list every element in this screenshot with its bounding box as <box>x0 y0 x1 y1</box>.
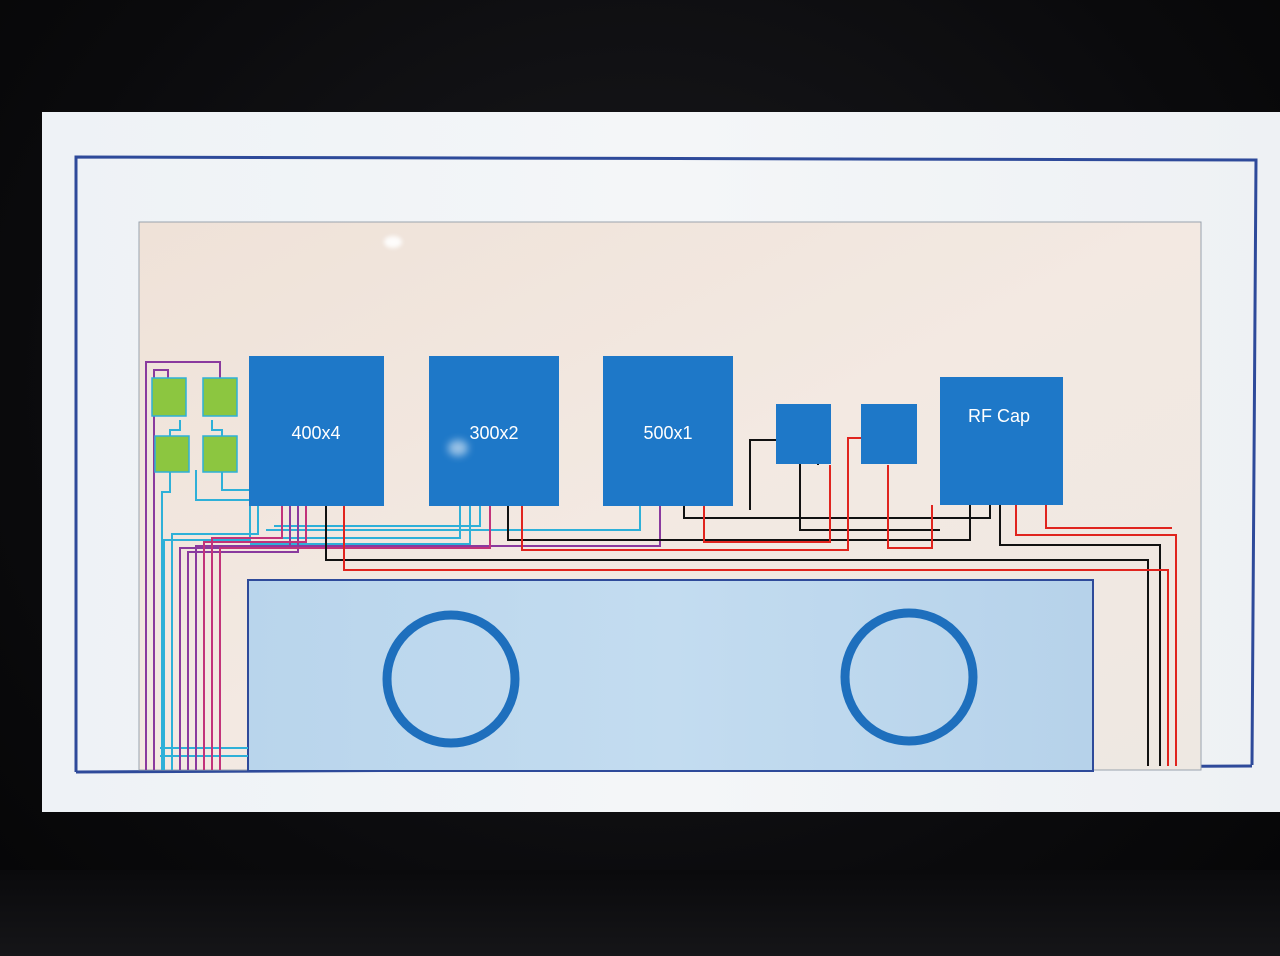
wires-red <box>343 437 1177 766</box>
chamber-port-left <box>382 610 520 748</box>
component-400x4-label: 400x4 <box>291 423 340 443</box>
component-300x2-label: 300x2 <box>469 423 518 443</box>
connector-green-4[interactable] <box>202 435 238 473</box>
component-rf-cap[interactable] <box>940 377 1063 505</box>
screen-glare-2 <box>448 440 468 456</box>
chamber <box>247 579 1094 772</box>
wires-black <box>325 439 1161 766</box>
screen-glare <box>384 236 402 248</box>
component-rf-cap-label: RF Cap <box>968 406 1030 426</box>
component-500x1-label: 500x1 <box>643 423 692 443</box>
chamber-port-right <box>840 608 978 746</box>
wires-magenta <box>203 505 491 770</box>
component-400x4[interactable] <box>249 356 384 506</box>
component-small-a[interactable] <box>776 404 831 464</box>
component-small-b[interactable] <box>861 404 917 464</box>
connector-green-2[interactable] <box>202 377 238 417</box>
component-300x2[interactable] <box>429 356 559 506</box>
connector-green-3[interactable] <box>154 435 190 473</box>
outer-frame <box>74 155 1258 772</box>
keyboard-edge <box>0 870 1280 956</box>
connector-green-1[interactable] <box>151 377 187 417</box>
component-500x1[interactable] <box>603 356 733 506</box>
